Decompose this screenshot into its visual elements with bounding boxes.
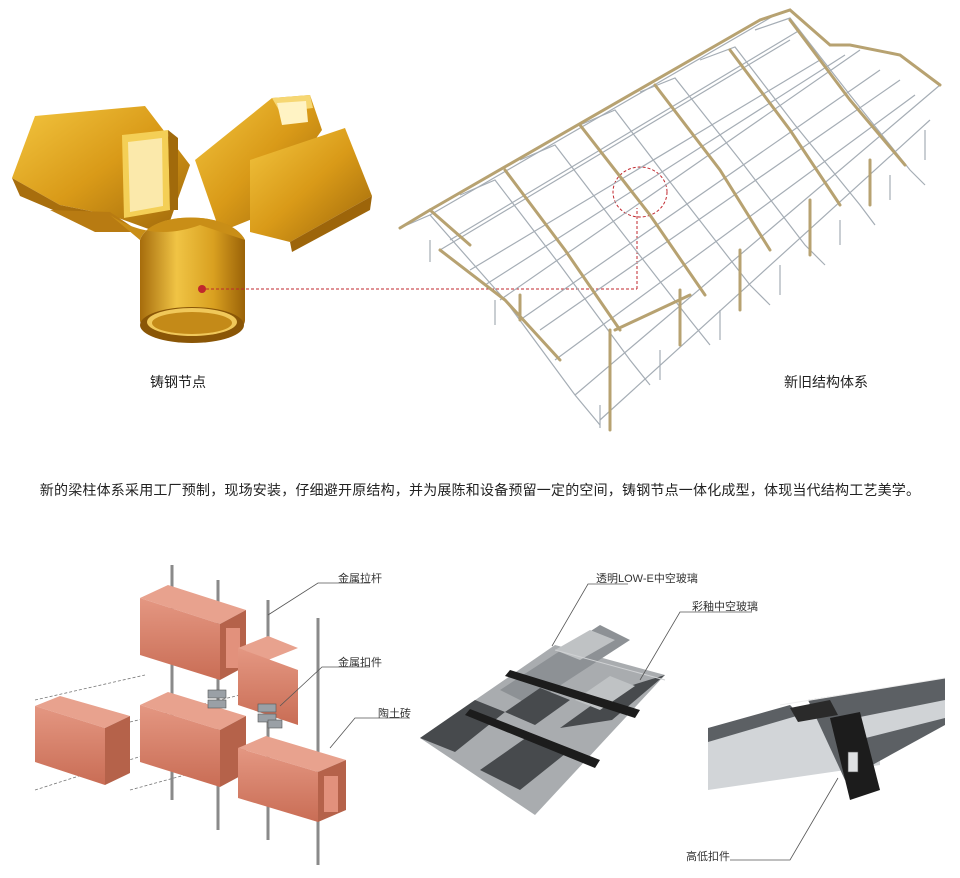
brick-top-left bbox=[140, 585, 246, 680]
cast-steel-node bbox=[12, 95, 372, 343]
cast-steel-node-label: 铸钢节点 bbox=[150, 374, 206, 390]
high-low-clip-label: 高低扣件 bbox=[686, 851, 730, 863]
steel-members bbox=[399, 14, 941, 428]
brick-front-right bbox=[238, 736, 346, 822]
glazed-glass-label: 彩釉中空玻璃 bbox=[692, 601, 758, 613]
structure-system-label: 新旧结构体系 bbox=[784, 374, 868, 390]
leader-line bbox=[206, 166, 668, 290]
brick-loose bbox=[35, 696, 130, 785]
glass-detail-assembly bbox=[708, 677, 946, 861]
glass-panel-assembly bbox=[420, 583, 752, 815]
timber-members bbox=[398, 8, 942, 432]
metal-clips bbox=[207, 689, 283, 729]
brick-mid-center bbox=[140, 692, 246, 787]
brick-mid-right bbox=[238, 636, 298, 725]
metal-clip-label: 金属扣件 bbox=[338, 657, 382, 669]
description-caption: 新的梁柱体系采用工厂预制，现场安装，仔细避开原结构，并为展陈和设备预留一定的空间… bbox=[39, 482, 921, 498]
terracotta-brick-label: 陶土砖 bbox=[378, 708, 411, 720]
lowe-glass-label: 透明LOW-E中空玻璃 bbox=[596, 573, 698, 585]
structure-frame bbox=[398, 8, 942, 432]
brick-assembly bbox=[34, 565, 410, 865]
metal-rod-label: 金属拉杆 bbox=[338, 573, 382, 585]
